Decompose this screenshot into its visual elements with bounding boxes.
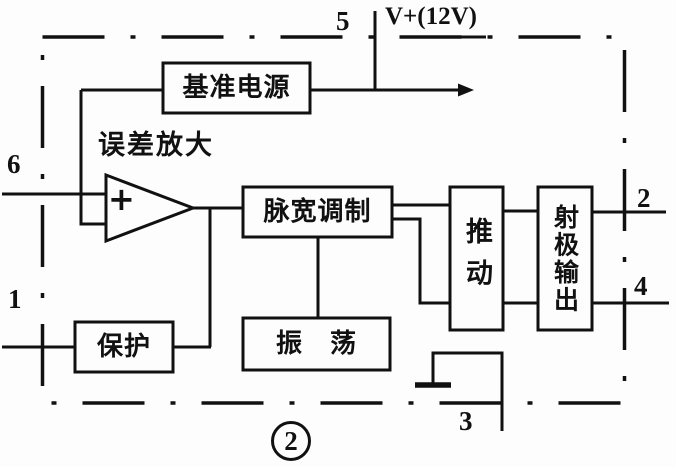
pin-5-label: 5 (336, 6, 350, 36)
driver-block-box (448, 185, 505, 332)
pin-1-label: 1 (8, 284, 22, 314)
pin-2-label: 2 (637, 183, 651, 213)
error-amp-label: 误差放大 (98, 130, 214, 161)
emitter-output-block-label: 射极输出 (550, 203, 580, 314)
figure-number-text: 2 (284, 425, 298, 456)
pin-4-label: 4 (634, 271, 648, 301)
ic-boundary-dashed-box (40, 35, 627, 405)
oscillator-block-label: 振 荡 (275, 329, 357, 359)
pwm-driver-lower-wire (392, 217, 450, 305)
pin-3-label: 3 (459, 406, 473, 436)
arrow-right-icon (458, 83, 474, 97)
emitter-output-block-box (536, 185, 594, 332)
protection-block-label: 保护 (96, 332, 151, 362)
pwm-block-label: 脉宽调制 (263, 197, 372, 227)
opamp-plus-sign: + (108, 180, 135, 218)
opamp-triangle (104, 172, 198, 244)
oscillator-block-box (241, 316, 392, 372)
pin3-ground-wire (431, 351, 504, 431)
reference-block-box (161, 61, 312, 115)
supply-voltage-label: V+(12V) (385, 3, 478, 30)
driver-block-label: 推动 (461, 216, 492, 301)
reference-to-inverting-wire (79, 90, 107, 226)
protection-block-box (73, 320, 175, 374)
pwm-block-box (241, 185, 394, 239)
reference-block-label: 基准电源 (182, 73, 291, 103)
figure-number-badge: 2 (271, 421, 311, 461)
pin-6-label: 6 (7, 149, 21, 179)
